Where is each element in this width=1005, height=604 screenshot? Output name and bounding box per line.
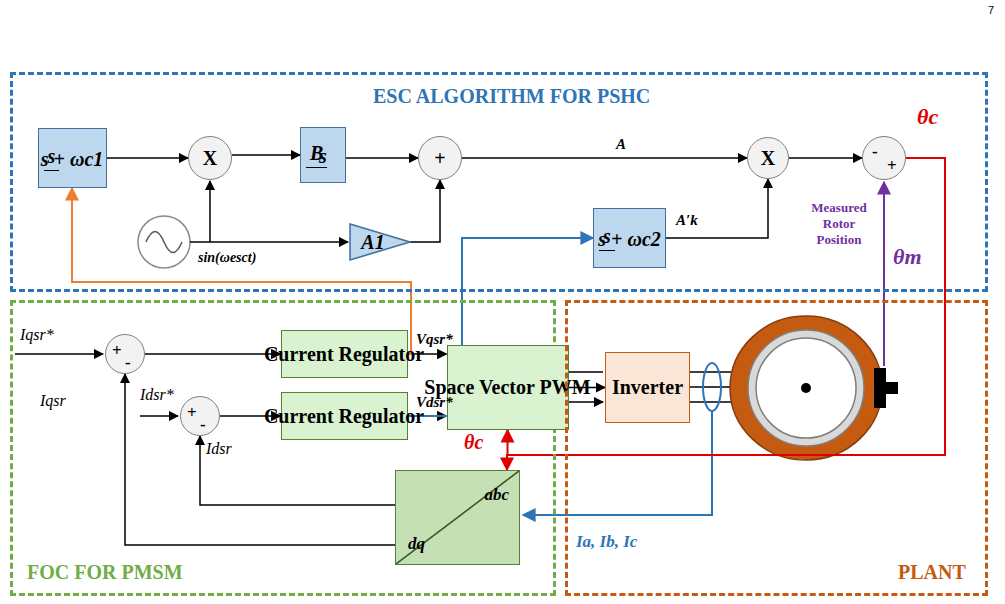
- signal-label: θc: [917, 104, 938, 130]
- signal-connector: [232, 154, 300, 156]
- signal-connector: [462, 157, 747, 159]
- node-text: X: [761, 148, 775, 168]
- signal-label: Iqsr: [40, 392, 66, 410]
- signal-label: sin(ωesct): [198, 250, 256, 266]
- integrator-box: Bs: [300, 127, 346, 183]
- input-wire: [140, 415, 178, 417]
- multiplier-circle: X: [188, 136, 232, 180]
- page-number: 7: [988, 4, 994, 16]
- node-text: A1: [361, 231, 384, 254]
- plant-region: PLANT Inverter: [565, 300, 988, 596]
- node-text: +: [112, 342, 122, 359]
- current-regulator: Current Regulator: [281, 330, 408, 378]
- node-text: +: [887, 157, 897, 174]
- signal-label: Ia, Ib, Ic: [576, 532, 637, 552]
- node-text: s + ωc1: [38, 146, 107, 171]
- node-text: +: [434, 148, 445, 168]
- signal-connector: [145, 353, 281, 355]
- sine-wire: [190, 241, 348, 243]
- signal-label: θm: [893, 244, 922, 270]
- signal-connector: [789, 157, 862, 159]
- phase-wire: [690, 372, 736, 402]
- input-wire: [15, 353, 103, 355]
- region-title: ESC ALGORITHM FOR PSHC: [373, 85, 650, 108]
- pmsm-motor: [730, 316, 898, 460]
- summing-junction: +-: [105, 334, 145, 374]
- signal-connector: [107, 157, 189, 159]
- inverter-box: Inverter: [605, 352, 690, 423]
- region-title: PLANT: [898, 561, 966, 584]
- summing-junction: +: [418, 136, 462, 180]
- high-pass-filter: ss + ωc2: [593, 208, 666, 268]
- signal-connector: [508, 158, 946, 455]
- current-sensor: [703, 363, 721, 411]
- edge-label: θc: [464, 431, 483, 454]
- signal-label: Idsr: [206, 440, 232, 458]
- signal-label: Iqsr*: [20, 326, 54, 344]
- summing-junction: +-: [180, 396, 220, 436]
- edge-label: Vdsr*: [416, 394, 453, 411]
- signal-label: Idsr*: [140, 386, 174, 404]
- gain-triangle: A1: [349, 223, 411, 261]
- edge-label: A: [616, 136, 626, 153]
- high-pass-filter: ss + ωc1: [38, 128, 107, 188]
- node-text: Current Regulator: [264, 404, 424, 429]
- edge-label: Vqsr*: [416, 331, 453, 348]
- svpwm-box: Space Vector PWM: [447, 345, 569, 430]
- annotation: Measured Rotor Position: [800, 200, 878, 248]
- multiplier-circle: X: [747, 137, 789, 179]
- node-text: X: [203, 148, 217, 168]
- sine-wire: [209, 181, 211, 242]
- oscillator-symbol: [138, 216, 190, 268]
- signal-connector: [409, 180, 440, 242]
- region-title: FOC FOR PMSM: [27, 561, 183, 584]
- node-text: Inverter: [612, 376, 683, 399]
- esc-region: ESC ALGORITHM FOR PSHCss + ωc1XBs+X-+A1s…: [10, 72, 988, 292]
- summing-junction: -+: [862, 136, 906, 180]
- signal-connector: [507, 158, 945, 470]
- node-text: -: [200, 416, 206, 433]
- node-text: s: [316, 143, 330, 168]
- node-text: abc: [484, 485, 509, 505]
- abc-dq-transform: abc dq: [395, 470, 520, 565]
- node-text: s + ωc2: [595, 226, 664, 251]
- node-text: -: [872, 143, 878, 160]
- edge-label: A′k: [676, 212, 698, 229]
- signal-connector: [666, 179, 768, 238]
- node-text: Current Regulator: [264, 342, 424, 367]
- node-text: +: [187, 404, 197, 421]
- node-text: dq: [408, 534, 425, 554]
- node-text: -: [125, 354, 131, 371]
- signal-connector: [200, 436, 395, 505]
- position-wire: [883, 182, 885, 366]
- current-regulator: Current Regulator: [281, 392, 408, 440]
- signal-connector: [346, 157, 418, 159]
